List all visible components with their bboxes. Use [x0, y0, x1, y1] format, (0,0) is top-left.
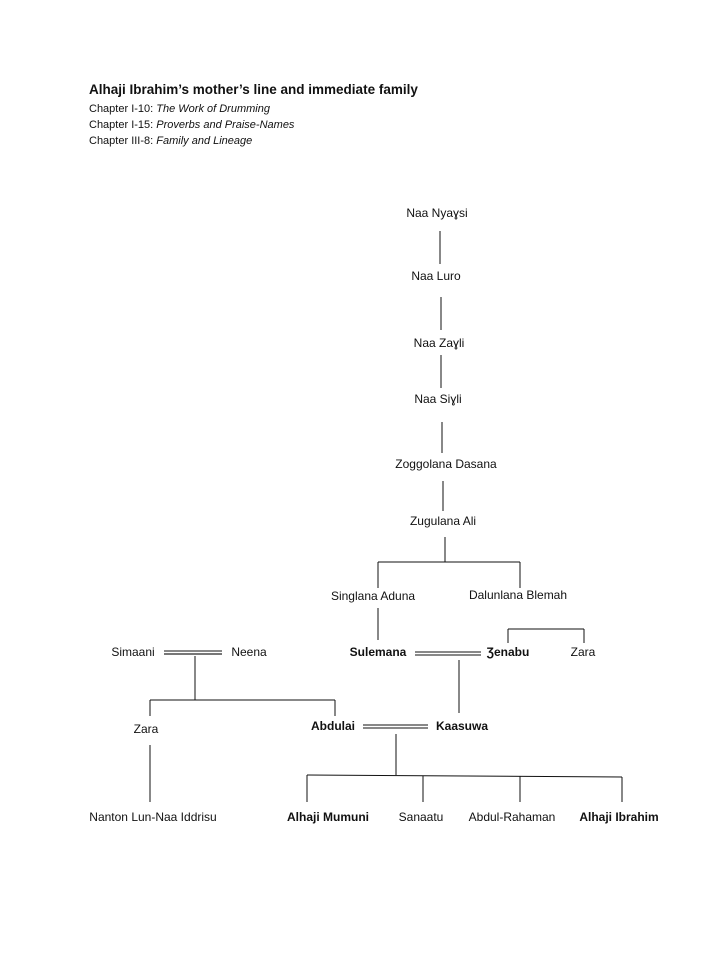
chapter-reference-1: Chapter I-10: The Work of Drumming	[89, 101, 418, 117]
sibling-bracket	[306, 774, 623, 778]
person-sulemana: Sulemana	[349, 645, 407, 659]
diagram-title: Alhaji Ibrahim’s mother’s line and immed…	[89, 82, 418, 97]
person-naa-nyaysi: Naa Nyaɣsi	[406, 206, 468, 220]
person-singlana-aduna: Singlana Aduna	[330, 589, 416, 603]
ref-work-title: The Work of Drumming	[156, 103, 270, 115]
ref-work-title: Proverbs and Praise-Names	[156, 119, 295, 131]
person-naa-luro: Naa Luro	[411, 269, 461, 283]
person-abdul-rahaman: Abdul-Rahaman	[468, 810, 556, 824]
person-neena: Neena	[231, 645, 267, 659]
person-naa-zayli: Naa Zaɣli	[413, 336, 465, 350]
ref-prefix: Chapter I-15:	[89, 119, 157, 131]
ref-prefix: Chapter III-8:	[89, 135, 157, 147]
person-zoggolana-dasana: Zoggolana Dasana	[395, 457, 497, 471]
person-alhaji-ibrahim: Alhaji Ibrahim	[579, 810, 659, 824]
person-dalunlana-blemah: Dalunlana Blemah	[468, 588, 568, 602]
person-sanaatu: Sanaatu	[398, 810, 444, 824]
ref-work-title: Family and Lineage	[156, 135, 253, 147]
person-abdulai: Abdulai	[311, 719, 355, 733]
diagram-header: Alhaji Ibrahim’s mother’s line and immed…	[89, 82, 418, 149]
chapter-reference-3: Chapter III-8: Family and Lineage	[89, 133, 418, 149]
person-kaasuwa: Kaasuwa	[435, 719, 489, 733]
person-zugulana-ali: Zugulana Ali	[409, 514, 477, 528]
person-zara-sister: Zara	[570, 645, 596, 659]
person-alhaji-mumuni: Alhaji Mumuni	[287, 810, 369, 824]
person-simaani: Simaani	[111, 645, 155, 659]
person-zenabu: Ʒenabu	[486, 645, 530, 659]
person-nanton-lun-naa-iddrisu: Nanton Lun-Naa Iddrisu	[89, 810, 217, 824]
person-zara-daughter: Zara	[133, 722, 159, 736]
person-naa-siyli: Naa Siɣli	[414, 392, 462, 406]
ref-prefix: Chapter I-10:	[89, 103, 157, 115]
chapter-reference-2: Chapter I-15: Proverbs and Praise-Names	[89, 117, 418, 133]
